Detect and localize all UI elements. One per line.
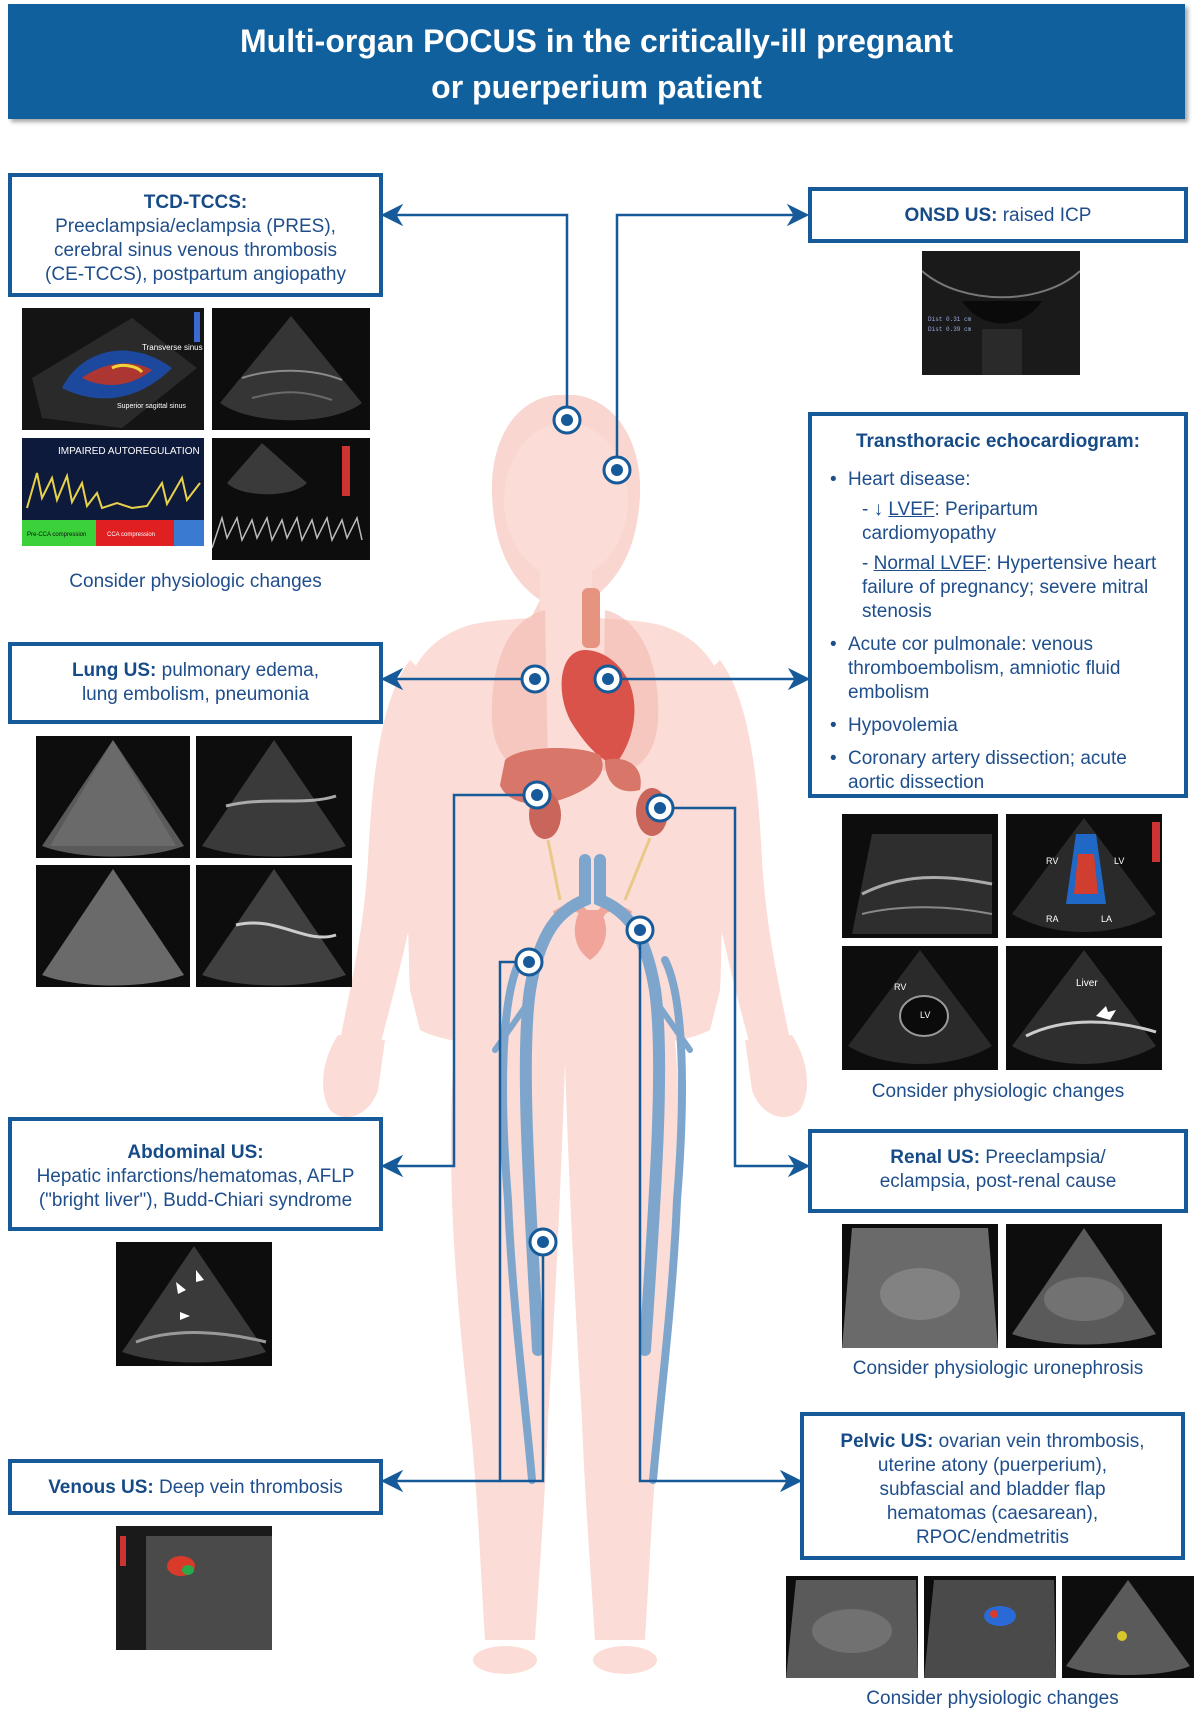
lung-heading: Lung US: [71, 660, 157, 681]
onsd-text: raised ICP [997, 205, 1092, 226]
tte-label-ra: RA [1046, 914, 1059, 924]
tcd-line-2: cerebral sinus venous thrombosis [53, 240, 338, 261]
tcd-heading: TCD-TCCS: [143, 192, 248, 213]
target-marker-icon [528, 1227, 558, 1257]
tcd-image-autoregulation: IMPAIRED AUTOREGULATION Pre-CCA compress… [22, 438, 204, 546]
onsd-heading: ONSD US: [904, 205, 998, 226]
target-marker-icon [593, 664, 623, 694]
tte-label-lv-2: LV [920, 1010, 930, 1020]
tcd-image-color-doppler: Transverse sinus Superior sagittal sinus [22, 308, 204, 430]
tte-image-parasternal [842, 814, 998, 938]
tcd-caption: Consider physiologic changes [69, 571, 322, 592]
lung-image-2 [196, 736, 352, 858]
tte-image-short-axis: RV LV [842, 946, 998, 1070]
target-marker-icon [514, 947, 544, 977]
title-line-1: Multi-organ POCUS in the critically-ill … [240, 23, 953, 59]
tte-label-rv-2: RV [894, 982, 906, 992]
onsd-image: Dist 0.31 cm Dist 0.39 cm [922, 251, 1080, 375]
lung-line-2: lung embolism, pneumonia [81, 684, 310, 705]
tte-image-apical-4ch: RV LV RA LA [1006, 814, 1162, 938]
abdominal-line-1: Hepatic infarctions/hematomas, AFLP [36, 1166, 355, 1187]
autoreg-bar-1: Pre-CCA compression [27, 532, 86, 538]
tcd-img-label-1: Transverse sinus [142, 343, 203, 352]
tte-image-subcostal: Liver [1006, 946, 1162, 1070]
tte-item-heart-disease: Heart disease: - ↓ LVEF: Peripartum card… [830, 468, 1170, 624]
target-marker-icon [602, 455, 632, 485]
tte-label-rv: RV [1046, 856, 1058, 866]
pelvic-line-5: RPOC/endmetritis [915, 1527, 1070, 1548]
onsd-readout-1: Dist 0.31 cm [928, 316, 972, 323]
tte-item-hypovolemia: Hypovolemia [830, 714, 1170, 738]
venous-image [116, 1526, 272, 1650]
target-marker-icon [645, 793, 675, 823]
lung-image-3 [36, 865, 190, 987]
renal-heading: Renal US: [890, 1147, 981, 1168]
lung-box: Lung US: pulmonary edema, lung embolism,… [8, 642, 383, 724]
onsd-readout-2: Dist 0.39 cm [928, 326, 972, 333]
abdominal-line-2: ("bright liver"), Budd-Chiari syndrome [38, 1190, 353, 1211]
target-marker-icon [522, 780, 552, 810]
renal-image-2 [1006, 1224, 1162, 1348]
tte-sub-reduced-lvef: - ↓ LVEF: Peripartum cardiomyopathy [862, 499, 1038, 544]
lung-image-1 [36, 736, 190, 858]
venous-heading: Venous US: [48, 1477, 154, 1498]
abdominal-heading: Abdominal US: [127, 1142, 264, 1163]
pelvic-caption: Consider physiologic changes [866, 1688, 1119, 1709]
renal-caption: Consider physiologic uronephrosis [852, 1358, 1144, 1379]
pelvic-image-3 [1062, 1576, 1194, 1678]
pelvic-line-1: ovarian vein thrombosis, [933, 1431, 1145, 1452]
tte-item-cor-pulmonale: Acute cor pulmonale: venous thromboembol… [830, 633, 1170, 705]
abdominal-image [116, 1242, 272, 1366]
target-marker-icon [520, 664, 550, 694]
renal-box: Renal US: Preeclampsia/ eclampsia, post-… [808, 1129, 1188, 1213]
tte-sub-normal-lvef: - Normal LVEF: Hypertensive heart failur… [862, 553, 1157, 622]
tcd-tccs-box: TCD-TCCS: Preeclampsia/eclampsia (PRES),… [8, 173, 383, 297]
pelvic-line-2: uterine atony (puerperium), [877, 1455, 1108, 1476]
abdominal-box: Abdominal US: Hepatic infarctions/hemato… [8, 1117, 383, 1231]
connector-lines [380, 203, 811, 1493]
pelvic-box: Pelvic US: ovarian vein thrombosis, uter… [800, 1412, 1185, 1560]
tcd-img-label-2: Superior sagittal sinus [117, 403, 186, 410]
renal-line-2: eclampsia, post-renal cause [879, 1171, 1117, 1192]
tte-label-lv: LV [1114, 856, 1124, 866]
tte-label-la: LA [1101, 914, 1112, 924]
tcd-image-bmode [212, 308, 370, 430]
onsd-box: ONSD US: raised ICP [808, 187, 1188, 243]
renal-line-1: Preeclampsia/ [980, 1147, 1106, 1168]
pelvic-line-3: subfascial and bladder flap [879, 1479, 1106, 1500]
tcd-image-spectral [212, 438, 370, 560]
target-marker-icon [625, 915, 655, 945]
tte-caption: Consider physiologic changes [871, 1081, 1125, 1102]
tcd-line-3: (CE-TCCS), postpartum angiopathy [45, 264, 346, 285]
lung-line-1: pulmonary edema, [156, 660, 320, 681]
pelvic-heading: Pelvic US: [840, 1431, 934, 1452]
renal-image-1 [842, 1224, 998, 1348]
autoreg-title: IMPAIRED AUTOREGULATION [58, 446, 200, 457]
pelvic-line-4: hematomas (caesarean), [886, 1503, 1099, 1524]
pelvic-image-2 [924, 1576, 1056, 1678]
tte-box: Transthoracic echocardiogram: Heart dise… [808, 412, 1188, 798]
tte-heading: Transthoracic echocardiogram: [855, 431, 1141, 452]
tte-item-dissection: Coronary artery dissection; acute aortic… [830, 747, 1170, 795]
target-marker-icon [552, 405, 582, 435]
page-title: Multi-organ POCUS in the critically-ill … [8, 4, 1185, 119]
target-markers [514, 405, 675, 1257]
pelvic-image-1 [786, 1576, 918, 1678]
venous-text: Deep vein thrombosis [153, 1477, 343, 1498]
venous-box: Venous US: Deep vein thrombosis [8, 1459, 383, 1515]
title-line-2: or puerperium patient [431, 69, 762, 105]
tcd-line-1: Preeclampsia/eclampsia (PRES), [55, 216, 336, 237]
lung-image-4 [196, 865, 352, 987]
tte-label-liver: Liver [1076, 978, 1098, 989]
autoreg-bar-2: CCA compression [107, 532, 155, 538]
